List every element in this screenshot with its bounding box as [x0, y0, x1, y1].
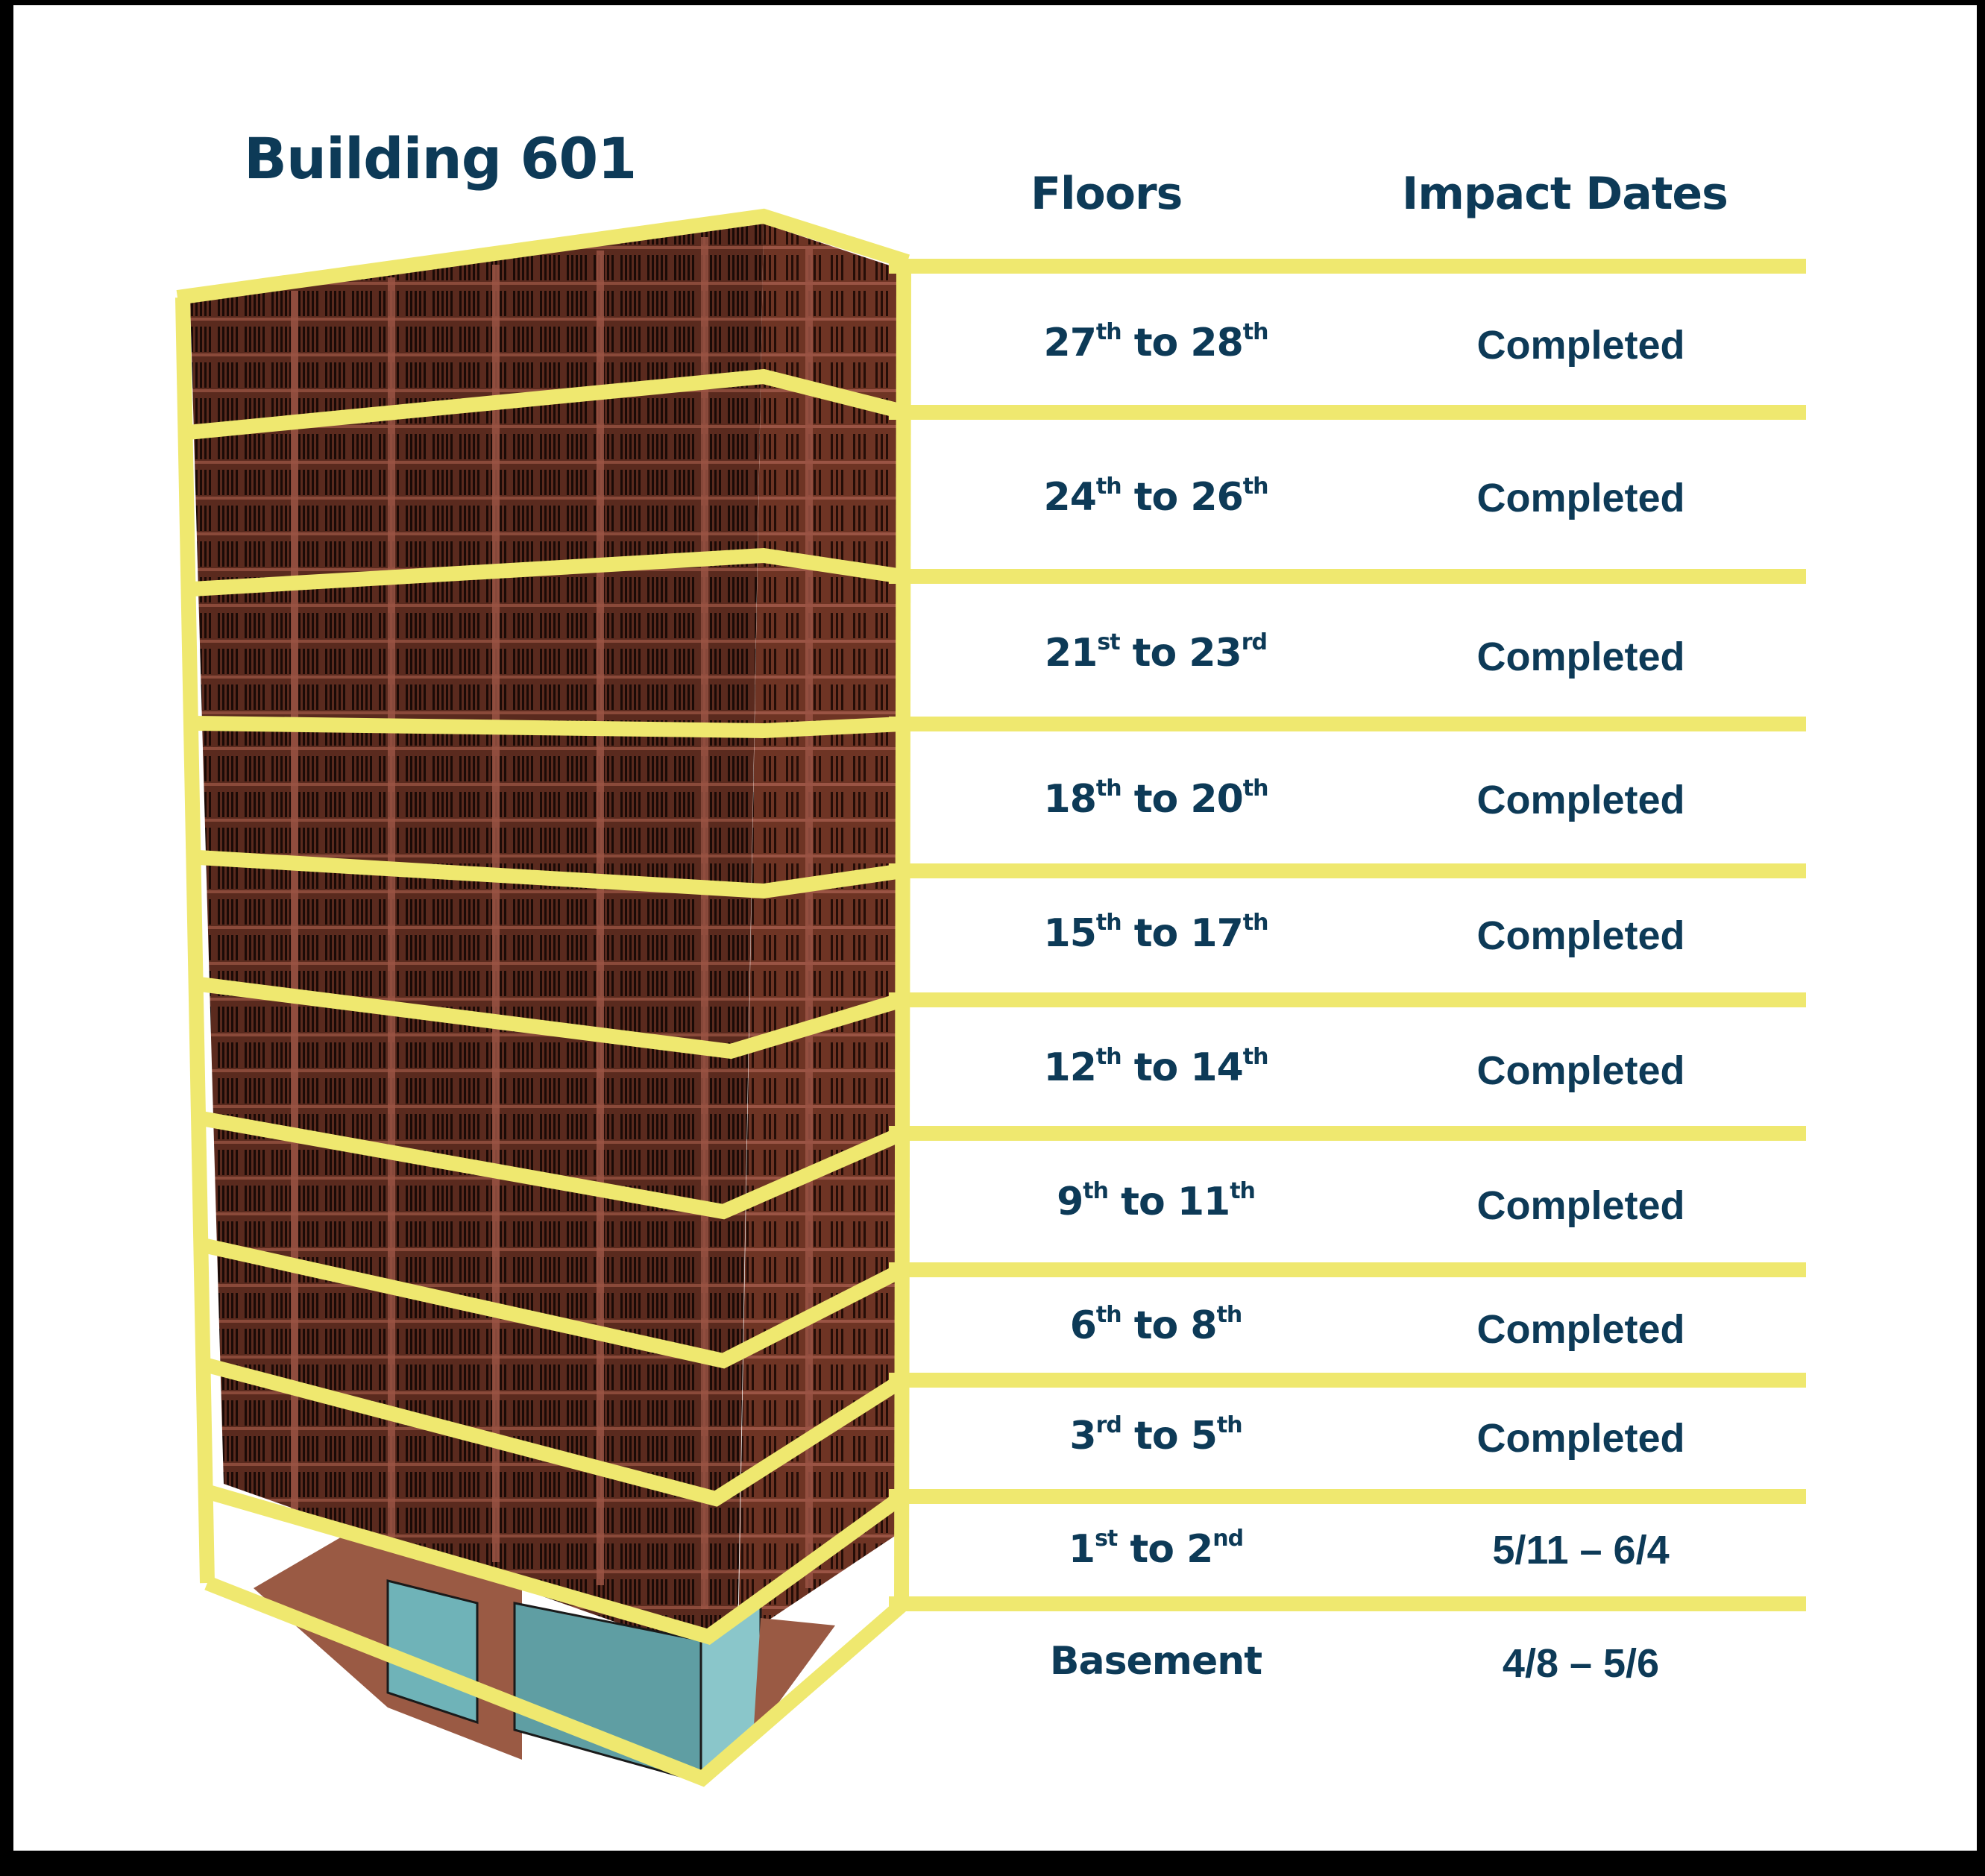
row-divider — [889, 1126, 1806, 1141]
impact-date: Completed — [1476, 913, 1685, 958]
floor-range-1-2: 1st to 2nd — [1068, 1526, 1244, 1572]
floor-range-15-17: 15th to 17th — [1043, 910, 1269, 956]
floor-range-12-14: 12th to 14th — [1043, 1044, 1269, 1090]
row-divider — [889, 1596, 1806, 1611]
impact-date: Completed — [1476, 323, 1685, 368]
floor-range-27-28: 27th to 28th — [1043, 319, 1269, 365]
row-divider — [889, 405, 1806, 420]
impact-date: 5/11 – 6/4 — [1492, 1528, 1670, 1573]
floor-range-9-11: 9th to 11th — [1057, 1178, 1256, 1224]
impact-date: Completed — [1476, 1048, 1685, 1093]
impact-date-basement: 4/8 – 5/6 — [1502, 1641, 1660, 1686]
row-divider — [889, 569, 1806, 584]
impact-date: Completed — [1476, 476, 1685, 520]
row-divider — [889, 863, 1806, 878]
column-header-impact-dates: Impact Dates — [1402, 168, 1728, 220]
row-divider — [889, 992, 1806, 1007]
floor-range-18-20: 18th to 20th — [1043, 775, 1269, 822]
floor-range-24-26: 24th to 26th — [1043, 473, 1269, 520]
floor-range-21-23: 21st to 23rd — [1044, 629, 1268, 676]
row-divider — [889, 1489, 1806, 1504]
impact-date: Completed — [1476, 1416, 1685, 1461]
building-front-face — [190, 224, 764, 1663]
building-title: Building 601 — [244, 125, 637, 192]
impact-date: Completed — [1476, 635, 1685, 679]
floor-basement: Basement — [1049, 1639, 1262, 1684]
column-header-floors: Floors — [1031, 168, 1183, 220]
row-divider — [889, 259, 1806, 274]
floor-range-6-8: 6th to 8th — [1069, 1302, 1243, 1348]
impact-date: Completed — [1476, 778, 1685, 822]
floor-range-3-5: 3rd to 5th — [1069, 1412, 1242, 1458]
row-divider — [889, 1262, 1806, 1277]
impact-date: Completed — [1476, 1307, 1685, 1352]
impact-date: Completed — [1476, 1183, 1685, 1228]
row-divider — [889, 1373, 1806, 1388]
row-divider — [889, 717, 1806, 731]
